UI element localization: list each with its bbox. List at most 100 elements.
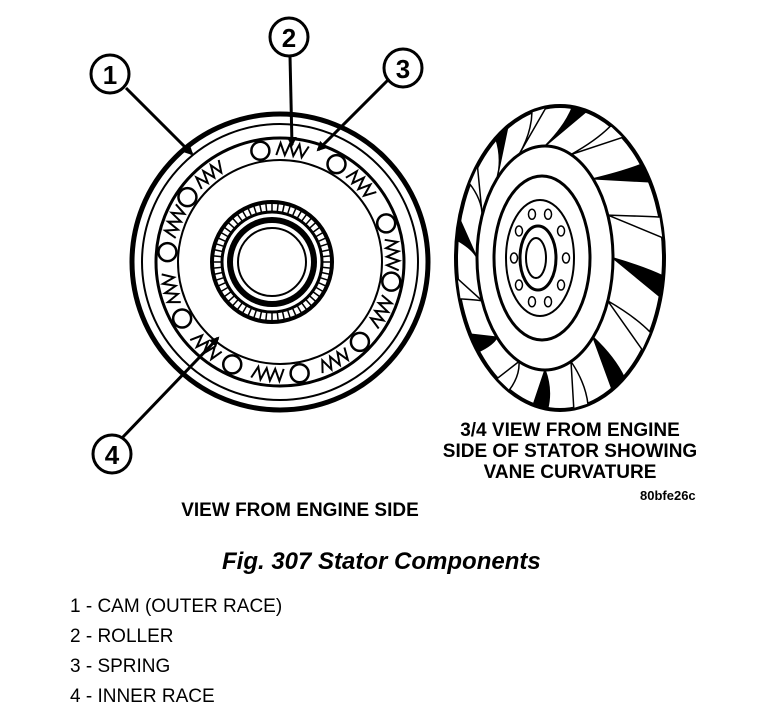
race-tooth xyxy=(304,216,313,226)
race-tooth xyxy=(241,304,248,315)
race-tooth xyxy=(286,204,292,215)
race-tooth xyxy=(219,231,230,238)
race-tooth xyxy=(317,236,328,243)
race-tooth xyxy=(276,202,280,213)
race-tooth xyxy=(258,310,263,321)
roller xyxy=(326,153,347,175)
vane-set xyxy=(455,106,665,410)
spring xyxy=(383,238,403,272)
race-tooth xyxy=(219,286,230,293)
legend-item: 1 - CAM (OUTER RACE) xyxy=(70,596,283,617)
legend-item: 2 - ROLLER xyxy=(70,626,174,647)
vane xyxy=(607,214,665,240)
roller xyxy=(221,354,243,375)
race-tooth xyxy=(214,242,225,248)
vane xyxy=(495,360,520,392)
race-tooth xyxy=(231,216,240,226)
race-tooth xyxy=(212,254,223,258)
race-tooth xyxy=(304,298,313,308)
race-tooth xyxy=(281,310,286,321)
engine-side-view-label: VIEW FROM ENGINE SIDE xyxy=(181,500,419,521)
race-tooth xyxy=(276,311,280,322)
race-tooth xyxy=(320,248,331,253)
race-tooth xyxy=(246,206,253,217)
roller xyxy=(381,271,402,292)
figure-caption: Fig. 307 Stator Components xyxy=(222,548,541,575)
spring-ring xyxy=(160,139,403,385)
race-tooth xyxy=(314,286,325,293)
hub-hole xyxy=(514,279,524,291)
race-tooth xyxy=(258,203,263,214)
callout-3-number: 3 xyxy=(396,54,410,84)
race-tooth xyxy=(231,298,240,308)
race-tooth xyxy=(241,209,248,220)
spring xyxy=(189,333,223,362)
race-tooth xyxy=(223,290,232,298)
spring xyxy=(160,273,181,304)
leader-4 xyxy=(120,336,220,440)
leader-3 xyxy=(316,78,390,152)
spring xyxy=(275,139,310,160)
leader-1 xyxy=(124,86,194,156)
spring xyxy=(250,364,285,385)
race-tooth xyxy=(308,221,318,230)
callout-2: 2 xyxy=(268,16,310,58)
hub-hole xyxy=(509,252,519,264)
race-tooth xyxy=(321,266,332,270)
race-tooth xyxy=(226,294,236,303)
race-tooth xyxy=(212,266,223,270)
callout-3: 3 xyxy=(382,47,424,89)
race-tooth xyxy=(281,203,286,214)
vane xyxy=(570,358,589,410)
spring xyxy=(345,168,377,198)
roller xyxy=(171,308,193,329)
hub-hole xyxy=(556,279,566,291)
roller xyxy=(375,213,397,234)
roller xyxy=(157,241,178,263)
callout-4: 4 xyxy=(91,433,133,475)
spring xyxy=(321,347,350,374)
hub-hole xyxy=(561,252,571,264)
vane xyxy=(570,124,625,156)
hub-hole xyxy=(556,225,566,237)
race-tooth xyxy=(264,311,268,322)
three-quarter-view-label: 3/4 VIEW FROM ENGINE SIDE OF STATOR SHOW… xyxy=(405,420,735,483)
race-tooth xyxy=(321,254,332,258)
roller xyxy=(349,331,371,353)
race-tooth xyxy=(300,213,308,222)
vane xyxy=(532,367,551,410)
callout-1-number: 1 xyxy=(103,60,117,90)
vane xyxy=(612,257,665,299)
stator-front-view xyxy=(129,111,431,413)
callout-1: 1 xyxy=(89,53,131,95)
roller xyxy=(250,140,271,161)
leader-2 xyxy=(286,55,297,147)
race-tooth xyxy=(246,307,253,318)
race-tooth xyxy=(223,226,232,234)
vane xyxy=(518,106,548,155)
race-tooth xyxy=(252,309,258,320)
race-tooth xyxy=(213,271,224,276)
spring xyxy=(368,294,395,330)
race-tooth xyxy=(291,307,298,318)
race-tooth xyxy=(264,202,268,213)
race-tooth xyxy=(317,281,328,288)
spring xyxy=(194,159,223,190)
legend-item: 3 - SPRING xyxy=(70,656,171,677)
race-tooth xyxy=(319,276,330,282)
race-tooth xyxy=(214,276,225,282)
race-tooth xyxy=(312,226,321,234)
hub-holes xyxy=(509,208,571,308)
vane xyxy=(592,163,652,183)
race-tooth xyxy=(286,309,292,320)
hub-hole xyxy=(527,208,537,221)
race-tooth xyxy=(213,248,224,253)
race-tooth xyxy=(236,213,244,222)
race-tooth xyxy=(312,290,321,298)
race-tooth xyxy=(236,302,244,311)
race-tooth xyxy=(320,271,331,276)
race-tooth xyxy=(300,302,308,311)
race-tooth xyxy=(314,231,325,238)
stator-diagram: 1 2 3 4 xyxy=(89,16,666,475)
vane xyxy=(494,124,510,179)
